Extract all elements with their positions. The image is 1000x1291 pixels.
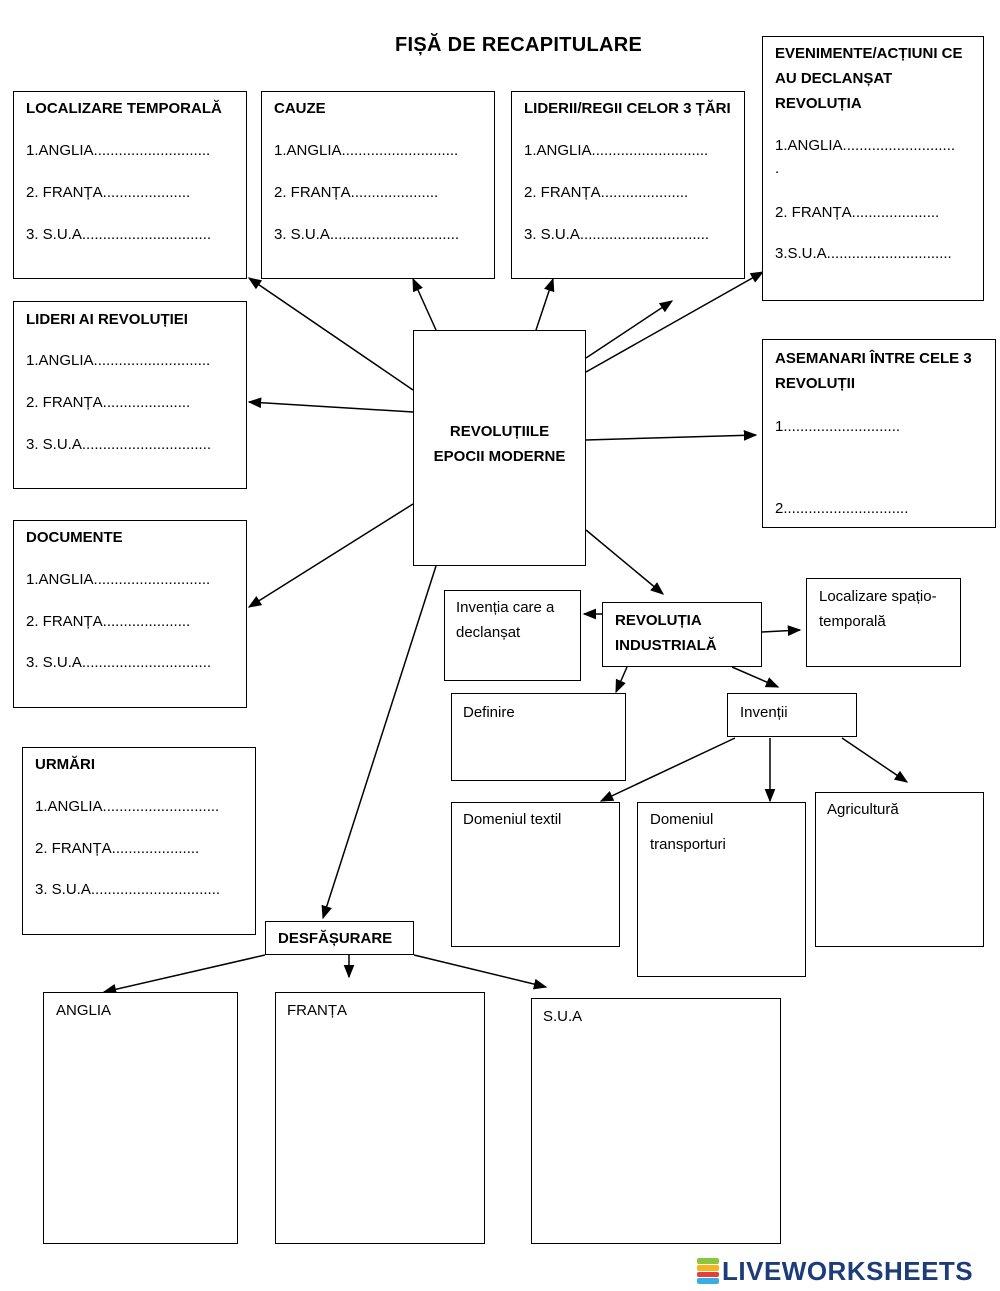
industriala-line-1: REVOLUȚIA bbox=[615, 612, 702, 629]
localizare-sua[interactable]: 3. S.U.A............................... bbox=[26, 226, 212, 243]
documente-franta[interactable]: 2. FRANȚA..................... bbox=[26, 613, 191, 630]
cauze-box bbox=[261, 91, 495, 279]
franta-box bbox=[275, 992, 485, 1244]
transport-line-1: Domeniul bbox=[650, 811, 714, 828]
urmari-anglia[interactable]: 1.ANGLIA............................ bbox=[35, 798, 220, 815]
cauze-title: CAUZE bbox=[274, 100, 326, 117]
center-line-1: REVOLUȚIILE bbox=[449, 423, 550, 440]
arrow-to-asemanari bbox=[585, 429, 758, 441]
liveworksheets-logo-icon bbox=[697, 1258, 719, 1284]
cauze-anglia[interactable]: 1.ANGLIA............................ bbox=[274, 142, 459, 159]
textil-label: Domeniul textil bbox=[463, 811, 562, 828]
arrow-to-documente bbox=[247, 503, 414, 608]
arrow-to-liderii bbox=[535, 277, 555, 331]
agricultura-box bbox=[815, 792, 984, 947]
evenimente-title-2: AU DECLANȘAT bbox=[775, 70, 893, 87]
arrow-to-inventii bbox=[731, 666, 780, 688]
liderii-regii-franta[interactable]: 2. FRANȚA..................... bbox=[524, 184, 689, 201]
arrow-to-lideri bbox=[247, 397, 414, 413]
arrow-to-localizare bbox=[247, 277, 414, 391]
sua-label: S.U.A bbox=[543, 1008, 583, 1025]
arrow-to-agricultura bbox=[841, 737, 909, 783]
asemanari-box bbox=[762, 339, 996, 528]
lideri-revolutiei-sua[interactable]: 3. S.U.A............................... bbox=[26, 436, 212, 453]
asemanari-title-2: REVOLUȚII bbox=[775, 375, 856, 392]
documente-box bbox=[13, 520, 247, 708]
localizare-spatio-box bbox=[806, 578, 961, 667]
center-box bbox=[413, 330, 586, 566]
asemanari-item-2[interactable]: 2.............................. bbox=[775, 500, 909, 517]
localizare-temporala-box bbox=[13, 91, 247, 279]
evenimente-title-1: EVENIMENTE/ACȚIUNI CE bbox=[775, 45, 963, 62]
industriala-line-2: INDUSTRIALĂ bbox=[615, 637, 717, 654]
domeniul-transporturi-box bbox=[637, 802, 806, 977]
evenimente-sua[interactable]: 3.S.U.A.............................. bbox=[775, 245, 952, 262]
anglia-label: ANGLIA bbox=[56, 1002, 112, 1019]
revolutia-industriala-box bbox=[602, 602, 762, 667]
liderii-regii-sua[interactable]: 3. S.U.A............................... bbox=[524, 226, 710, 243]
liderii-regii-title: LIDERII/REGII CELOR 3 ȚĂRI bbox=[524, 100, 731, 117]
lideri-revolutiei-franta[interactable]: 2. FRANȚA..................... bbox=[26, 394, 191, 411]
lideri-revolutiei-title: LIDERI AI REVOLUȚIEI bbox=[26, 311, 188, 328]
localizare-title: LOCALIZARE TEMPORALĂ bbox=[26, 100, 222, 117]
urmari-franta[interactable]: 2. FRANȚA..................... bbox=[35, 840, 200, 857]
inventii-label: Invenții bbox=[740, 704, 788, 721]
asemanari-item-1[interactable]: 1............................ bbox=[775, 418, 901, 435]
evenimente-box bbox=[762, 36, 984, 301]
liveworksheets-logo: LIVEWORKSHEETS bbox=[697, 1256, 973, 1286]
franta-label: FRANȚA bbox=[287, 1002, 347, 1019]
liderii-regii-anglia[interactable]: 1.ANGLIA............................ bbox=[524, 142, 709, 159]
arrow-to-cauze bbox=[412, 277, 437, 331]
anglia-box bbox=[43, 992, 238, 1244]
arrow-to-desfasurare bbox=[321, 565, 437, 920]
center-line-2: EPOCII MODERNE bbox=[433, 448, 566, 465]
arrow-to-localizare-spatio bbox=[761, 625, 802, 637]
definire-box bbox=[451, 693, 626, 781]
localizare-spatio-line-1: Localizare spațio- bbox=[819, 588, 937, 605]
evenimente-anglia-cont: . bbox=[775, 160, 780, 177]
agricultura-label: Agricultură bbox=[827, 801, 899, 818]
evenimente-franta[interactable]: 2. FRANȚA..................... bbox=[775, 204, 940, 221]
lideri-revolutiei-anglia[interactable]: 1.ANGLIA............................ bbox=[26, 352, 211, 369]
urmari-sua[interactable]: 3. S.U.A............................... bbox=[35, 881, 221, 898]
page-title: FIȘĂ DE RECAPITULARE bbox=[395, 34, 643, 56]
transport-line-2: transporturi bbox=[650, 836, 726, 853]
arrow-to-blank bbox=[585, 300, 674, 359]
asemanari-title-1: ASEMANARI ÎNTRE CELE 3 bbox=[775, 350, 972, 367]
localizare-franta[interactable]: 2. FRANȚA..................... bbox=[26, 184, 191, 201]
sua-box bbox=[531, 998, 781, 1244]
arrow-to-definire bbox=[615, 666, 628, 694]
inventia-declansat-box bbox=[444, 590, 581, 681]
liveworksheets-logo-text: LIVEWORKSHEETS bbox=[722, 1255, 974, 1286]
localizare-spatio-line-2: temporală bbox=[819, 613, 886, 630]
documente-title: DOCUMENTE bbox=[26, 529, 123, 546]
arrow-to-industriala bbox=[585, 529, 665, 595]
cauze-franta[interactable]: 2. FRANȚA..................... bbox=[274, 184, 439, 201]
desfasurare-label: DESFĂȘURARE bbox=[278, 930, 393, 947]
documente-sua[interactable]: 3. S.U.A............................... bbox=[26, 654, 212, 671]
arrow-to-anglia bbox=[102, 954, 266, 995]
liderii-regii-box bbox=[511, 91, 745, 279]
inventia-line-1: Invenția care a bbox=[456, 599, 555, 616]
documente-anglia[interactable]: 1.ANGLIA............................ bbox=[26, 571, 211, 588]
localizare-anglia[interactable]: 1.ANGLIA............................ bbox=[26, 142, 211, 159]
arrow-to-evenimente bbox=[585, 271, 765, 373]
urmari-box bbox=[22, 747, 256, 935]
evenimente-anglia[interactable]: 1.ANGLIA........................... bbox=[775, 137, 956, 154]
inventia-line-2: declanșat bbox=[456, 624, 521, 641]
definire-label: Definire bbox=[463, 704, 515, 721]
lideri-revolutiei-box bbox=[13, 301, 247, 489]
desfasurare-box bbox=[265, 921, 414, 955]
domeniul-textil-box bbox=[451, 802, 620, 947]
cauze-sua[interactable]: 3. S.U.A............................... bbox=[274, 226, 460, 243]
urmari-title: URMĂRI bbox=[35, 756, 95, 773]
inventii-box bbox=[727, 693, 857, 737]
arrow-to-sua bbox=[413, 954, 548, 990]
evenimente-title-3: REVOLUȚIA bbox=[775, 95, 862, 112]
